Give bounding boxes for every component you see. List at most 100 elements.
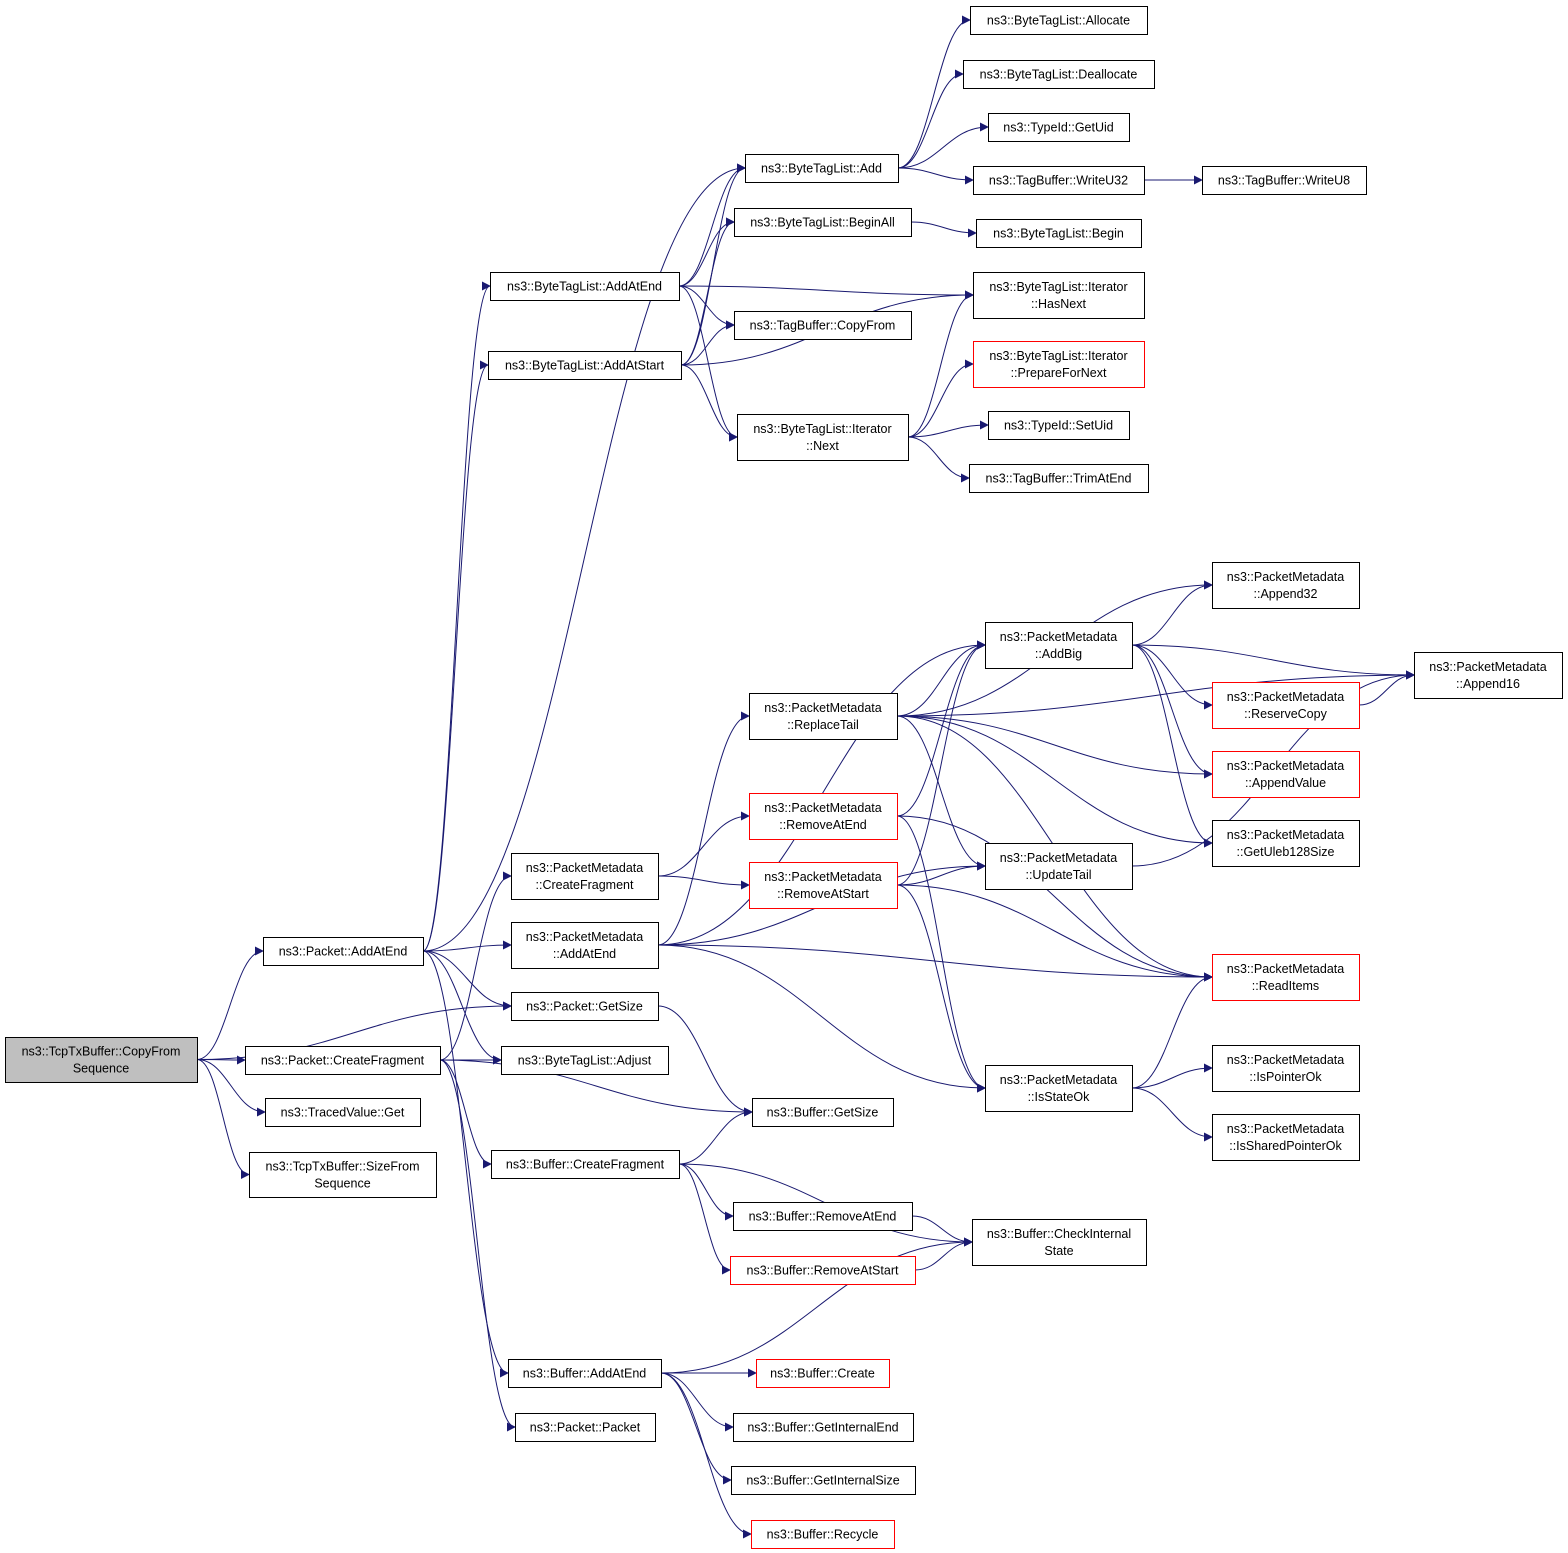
- node-box: [511, 992, 659, 1021]
- node-label: ns3::TcpTxBuffer::CopyFrom: [22, 1045, 181, 1059]
- node-buf-recycle[interactable]: ns3::Buffer::Recycle: [751, 1520, 895, 1549]
- node-tracedvalue-get[interactable]: ns3::TracedValue::Get: [265, 1098, 421, 1127]
- node-btl-allocate[interactable]: ns3::ByteTagList::Allocate: [970, 6, 1148, 35]
- node-pm-addbig[interactable]: ns3::PacketMetadata::AddBig: [985, 622, 1133, 669]
- node-box: [511, 922, 659, 969]
- node-label: ::Next: [806, 439, 839, 453]
- edge-btl-add-to-tb-writeu32: [897, 167, 974, 185]
- edge-pkt-addatend-to-btl-addatend: [422, 281, 491, 952]
- node-buf-getsize[interactable]: ns3::Buffer::GetSize: [752, 1098, 894, 1127]
- node-btl-beginall[interactable]: ns3::ByteTagList::BeginAll: [734, 208, 912, 237]
- node-btli-hasnext[interactable]: ns3::ByteTagList::Iterator::HasNext: [973, 272, 1145, 319]
- node-buf-create[interactable]: ns3::Buffer::Create: [756, 1359, 890, 1388]
- node-buf-getinternalsize[interactable]: ns3::Buffer::GetInternalSize: [731, 1466, 916, 1495]
- node-label: ns3::TypeId::GetUid: [1003, 121, 1114, 135]
- edge-pm-isstateok-to-pm-readitems: [1131, 972, 1213, 1089]
- node-btl-adjust[interactable]: ns3::ByteTagList::Adjust: [501, 1046, 669, 1075]
- node-label: ns3::PacketMetadata: [1000, 851, 1117, 865]
- node-buf-removeatend[interactable]: ns3::Buffer::RemoveAtEnd: [733, 1202, 913, 1231]
- node-pkt-createfragment[interactable]: ns3::Packet::CreateFragment: [245, 1046, 441, 1075]
- node-pm-removeatend[interactable]: ns3::PacketMetadata::RemoveAtEnd: [749, 793, 898, 840]
- node-pm-replacetail[interactable]: ns3::PacketMetadata::ReplaceTail: [749, 693, 898, 740]
- node-pm-reservecopy[interactable]: ns3::PacketMetadata::ReserveCopy: [1212, 682, 1360, 729]
- node-btl-addatstart[interactable]: ns3::ByteTagList::AddAtStart: [488, 351, 682, 380]
- node-pm-updatetail[interactable]: ns3::PacketMetadata::UpdateTail: [985, 843, 1133, 890]
- edge-pm-replacetail-to-pm-appendvalue: [896, 715, 1213, 779]
- node-pm-append16[interactable]: ns3::PacketMetadata::Append16: [1414, 652, 1563, 699]
- node-pm-append32[interactable]: ns3::PacketMetadata::Append32: [1212, 562, 1360, 609]
- node-tb-trimatend[interactable]: ns3::TagBuffer::TrimAtEnd: [969, 464, 1149, 493]
- edge-pkt-addatend-to-btl-add: [422, 163, 746, 952]
- node-pm-isstateok[interactable]: ns3::PacketMetadata::IsStateOk: [985, 1065, 1133, 1112]
- node-pm-ispointerok[interactable]: ns3::PacketMetadata::IsPointerOk: [1212, 1045, 1360, 1092]
- function-nodes: ns3::TcpTxBuffer::CopyFromSequencens3::P…: [5, 6, 1563, 1549]
- node-label: ns3::Buffer::CheckInternal: [987, 1227, 1131, 1241]
- node-btl-begin[interactable]: ns3::ByteTagList::Begin: [976, 219, 1142, 248]
- edge-btl-addatend-to-btl-beginall: [678, 217, 735, 287]
- node-box: [491, 1150, 680, 1179]
- node-label: ns3::Buffer::GetSize: [767, 1106, 879, 1120]
- node-buf-createfragment[interactable]: ns3::Buffer::CreateFragment: [491, 1150, 680, 1179]
- node-box: [972, 1219, 1147, 1266]
- node-box: [731, 1466, 916, 1495]
- edge-pkt-addatend-to-pkt-getsize: [422, 950, 512, 1011]
- edge-pm-removeatend-to-pm-isstateok: [896, 815, 986, 1093]
- node-btl-deallocate[interactable]: ns3::ByteTagList::Deallocate: [963, 60, 1155, 89]
- node-typeid-setuid[interactable]: ns3::TypeId::SetUid: [988, 411, 1130, 440]
- node-label: ns3::Buffer::AddAtEnd: [523, 1367, 647, 1381]
- node-pm-createfragment[interactable]: ns3::PacketMetadata::CreateFragment: [511, 853, 659, 900]
- node-typeid-getuid[interactable]: ns3::TypeId::GetUid: [988, 113, 1130, 142]
- node-label: ns3::ByteTagList::AddAtStart: [505, 359, 665, 373]
- node-label: ns3::TracedValue::Get: [281, 1106, 405, 1120]
- node-pm-getuleb128size[interactable]: ns3::PacketMetadata::GetUleb128Size: [1212, 820, 1360, 867]
- node-pm-removeatstart[interactable]: ns3::PacketMetadata::RemoveAtStart: [749, 862, 898, 909]
- node-pkt-getsize[interactable]: ns3::Packet::GetSize: [511, 992, 659, 1021]
- edge-pm-replacetail-to-pm-append16: [896, 670, 1415, 717]
- node-box: [1212, 1114, 1360, 1161]
- edge-pm-addatend-to-pm-isstateok: [657, 944, 986, 1093]
- node-box: [963, 60, 1155, 89]
- node-pm-addatend[interactable]: ns3::PacketMetadata::AddAtEnd: [511, 922, 659, 969]
- node-label: ns3::Packet::GetSize: [526, 1000, 643, 1014]
- node-label: Sequence: [314, 1177, 370, 1191]
- node-box: [5, 1037, 198, 1083]
- node-btli-preparefornext[interactable]: ns3::ByteTagList::Iterator::PrepareForNe…: [973, 341, 1145, 388]
- node-label: ns3::Buffer::CreateFragment: [506, 1158, 665, 1172]
- edge-pkt-getsize-to-buf-getsize: [657, 1005, 753, 1117]
- node-buf-addatend[interactable]: ns3::Buffer::AddAtEnd: [508, 1359, 662, 1388]
- edge-pkt-addatend-to-btl-adjust: [422, 950, 502, 1065]
- node-label: ::CreateFragment: [536, 878, 634, 892]
- node-label: ::IsStateOk: [1028, 1090, 1091, 1104]
- node-btl-add[interactable]: ns3::ByteTagList::Add: [745, 154, 899, 183]
- edge-btl-addatend-to-btli-hasnext: [678, 285, 974, 300]
- edge-root-to-pkt-addatend: [196, 946, 264, 1060]
- node-label: ::UpdateTail: [1025, 868, 1091, 882]
- node-tb-copyfrom[interactable]: ns3::TagBuffer::CopyFrom: [734, 311, 912, 340]
- node-box: [511, 853, 659, 900]
- node-tb-writeu8[interactable]: ns3::TagBuffer::WriteU8: [1202, 166, 1367, 195]
- node-label: ns3::TagBuffer::TrimAtEnd: [986, 472, 1132, 486]
- node-buf-getinternalend[interactable]: ns3::Buffer::GetInternalEnd: [733, 1413, 914, 1442]
- node-pm-appendvalue[interactable]: ns3::PacketMetadata::AppendValue: [1212, 751, 1360, 798]
- node-box: [1212, 562, 1360, 609]
- node-label: ns3::PacketMetadata: [1227, 828, 1344, 842]
- node-label: ns3::TcpTxBuffer::SizeFrom: [266, 1160, 420, 1174]
- node-pkt-packet[interactable]: ns3::Packet::Packet: [515, 1413, 656, 1442]
- node-box: [730, 1256, 916, 1285]
- node-box: [734, 208, 912, 237]
- node-buf-removeatstart[interactable]: ns3::Buffer::RemoveAtStart: [730, 1256, 916, 1285]
- node-pm-issharedpointerok[interactable]: ns3::PacketMetadata::IsSharedPointerOk: [1212, 1114, 1360, 1161]
- node-box: [263, 937, 424, 966]
- node-tb-writeu32[interactable]: ns3::TagBuffer::WriteU32: [973, 166, 1145, 195]
- node-box: [1202, 166, 1367, 195]
- node-btli-next[interactable]: ns3::ByteTagList::Iterator::Next: [737, 414, 909, 461]
- node-pkt-addatend[interactable]: ns3::Packet::AddAtEnd: [263, 937, 424, 966]
- node-pm-readitems[interactable]: ns3::PacketMetadata::ReadItems: [1212, 954, 1360, 1001]
- node-label: ::HasNext: [1031, 297, 1086, 311]
- node-label: ::Append16: [1456, 677, 1520, 691]
- edge-pkt-addatend-to-buf-addatend: [422, 950, 509, 1378]
- node-btl-addatend[interactable]: ns3::ByteTagList::AddAtEnd: [490, 272, 680, 301]
